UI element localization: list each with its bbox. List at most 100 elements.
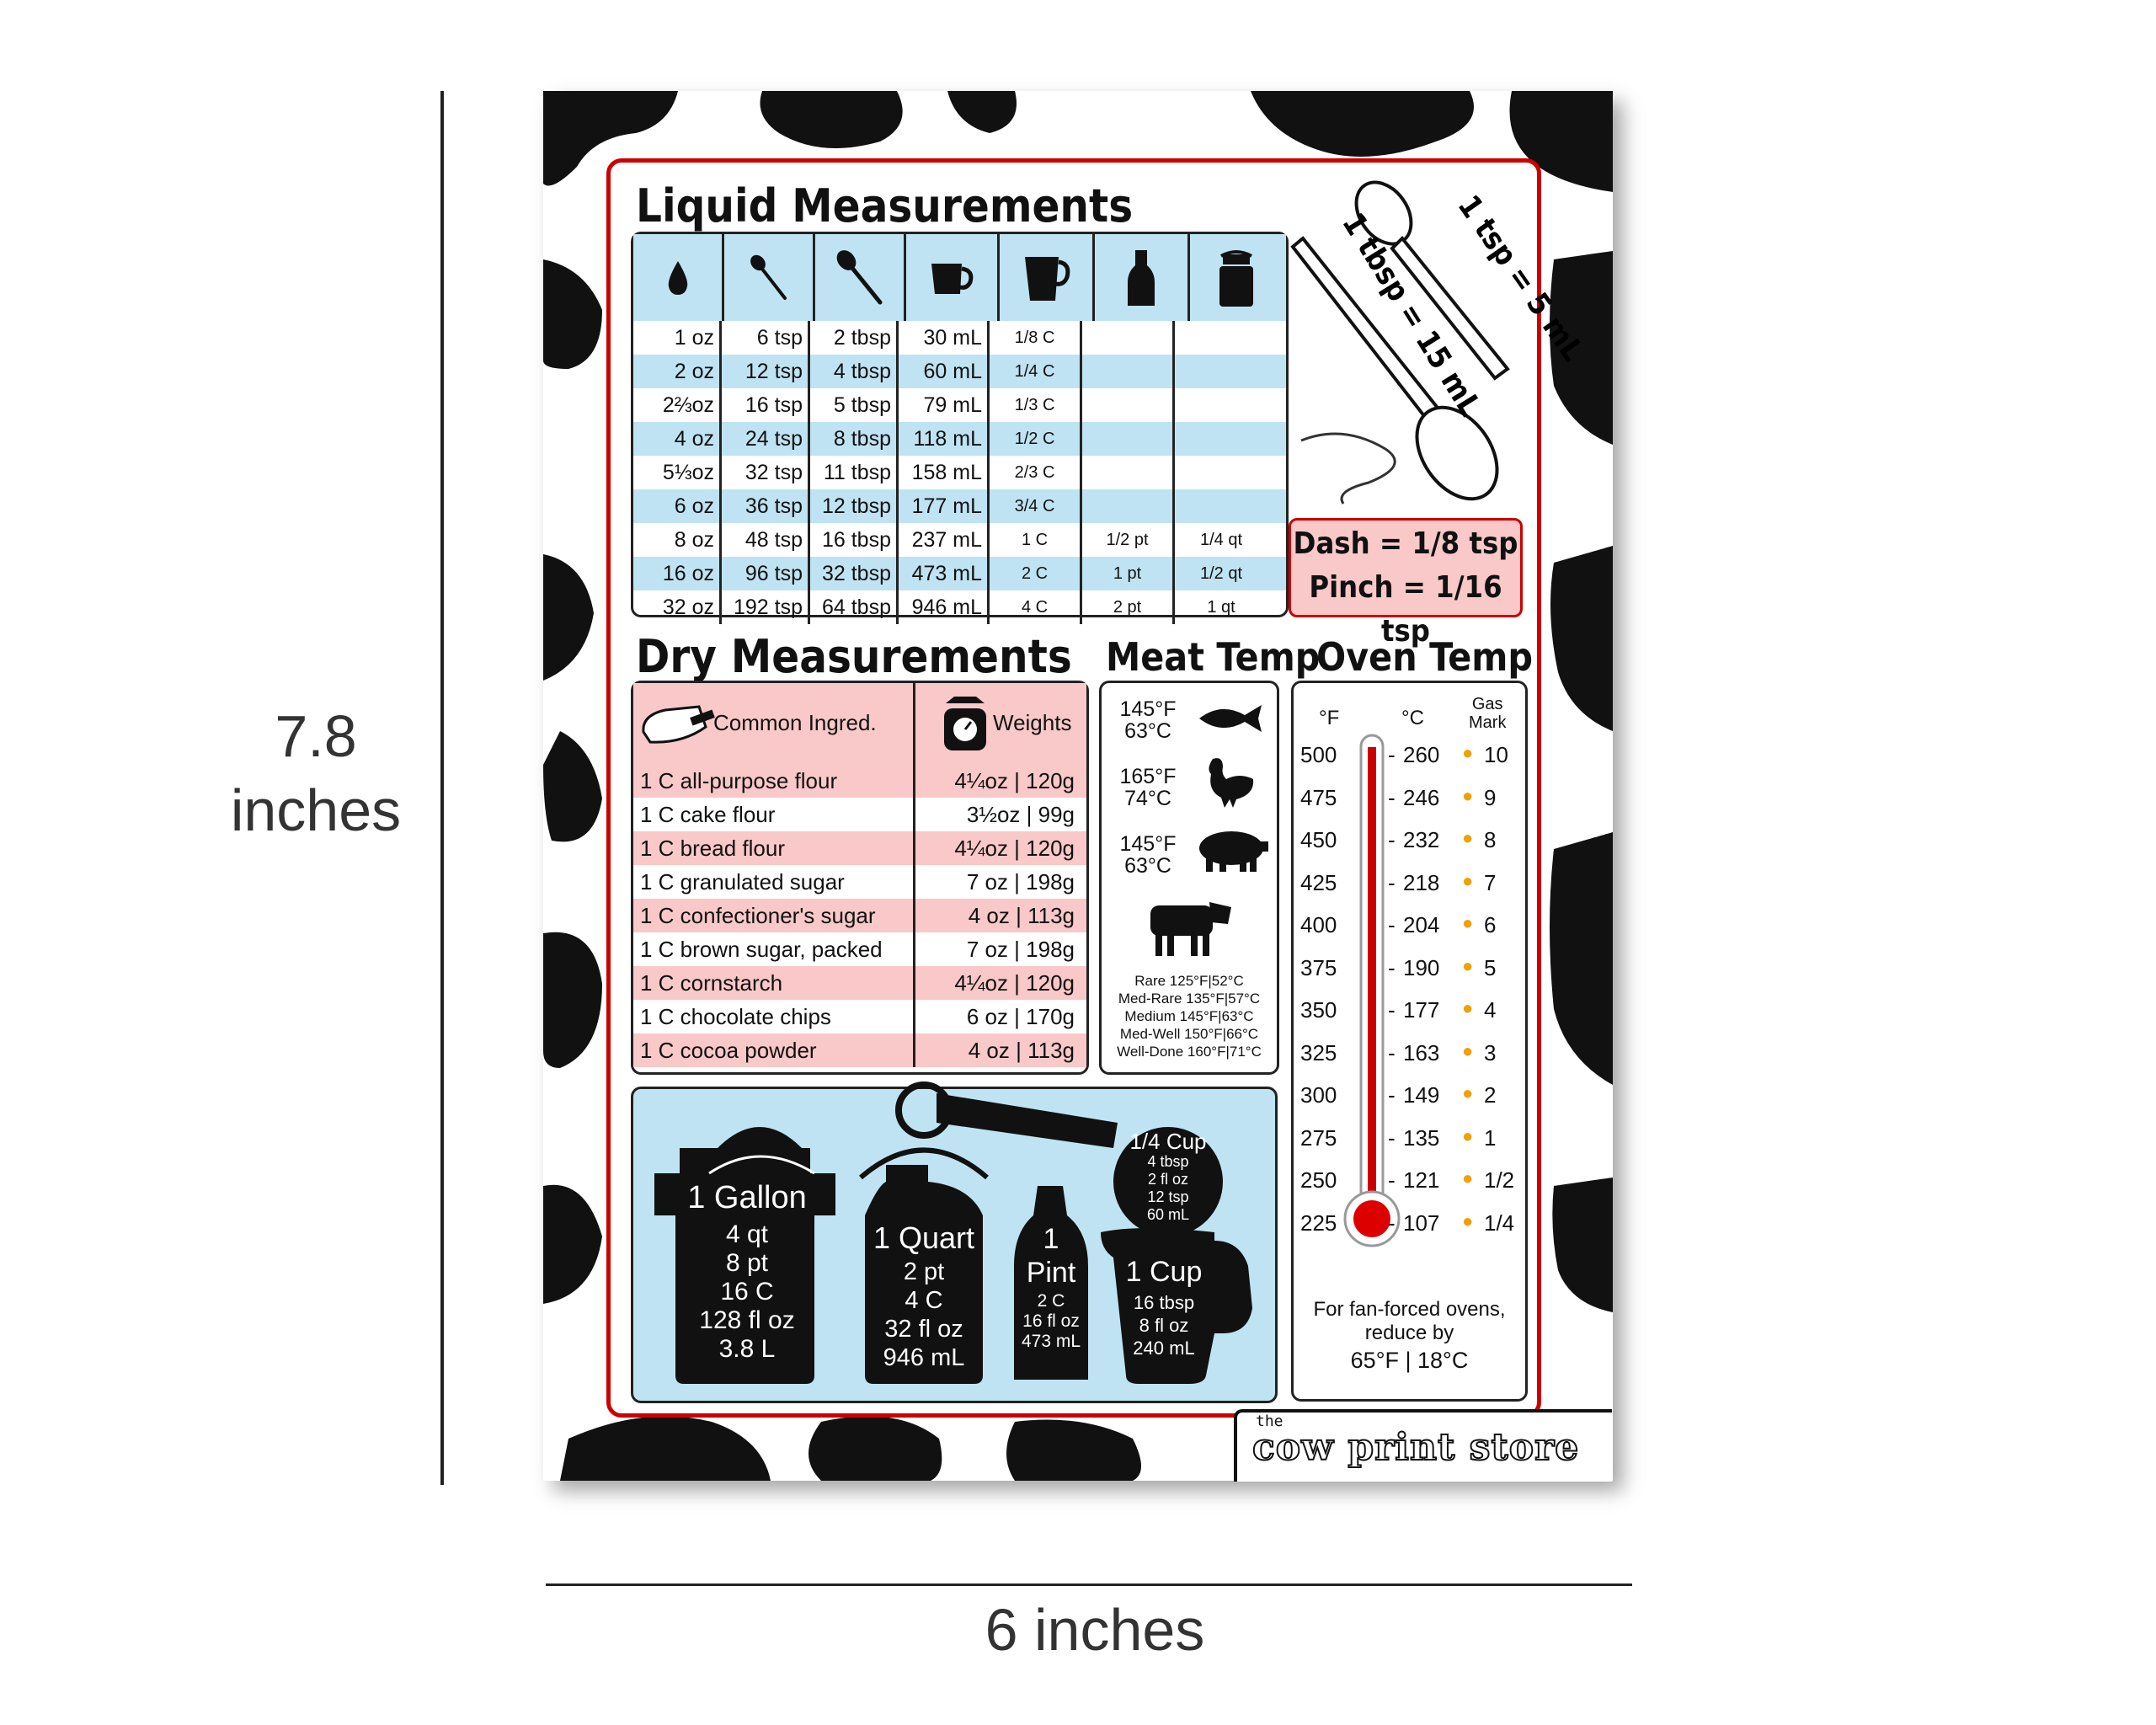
gallon-floz: 128 fl oz [699, 1306, 795, 1334]
flame-icon: ● [1462, 1039, 1474, 1061]
liquid-cell [1175, 422, 1267, 456]
liquid-cell: 32 tsp [722, 456, 810, 489]
oven-celsius: 135 [1403, 1124, 1440, 1151]
quart-can-shape [865, 1165, 983, 1384]
ingredient-weight: 4¼oz | 120g [954, 970, 1075, 996]
oven-fahrenheit: 450 [1300, 827, 1337, 852]
liquid-cell: 8 oz [633, 523, 722, 557]
dry-header: Common Ingred. Weights [633, 683, 1086, 764]
tablespoon-drawing [1290, 236, 1499, 501]
liquid-cell: 1/4 qt [1199, 531, 1243, 549]
pinch-label: Pinch = 1/16 tsp [1309, 570, 1502, 649]
fan-forced-note: For fan-forced ovens, reduce by 65°F | 1… [1294, 1298, 1525, 1372]
liquid-cell [1175, 456, 1267, 489]
oven-celsius: 218 [1403, 869, 1440, 895]
liquid-cell [1175, 489, 1267, 523]
liquid-cell: 1 oz [633, 321, 722, 355]
quarter-tsp: 12 tsp [1147, 1188, 1189, 1205]
ingredient-name: 1 C all-purpose flour [633, 764, 915, 798]
oven-gas-mark: 1/2 [1484, 1167, 1515, 1193]
cup-ml: 240 mL [1133, 1338, 1195, 1359]
ingredient-weight: 4 oz | 113g [968, 903, 1075, 928]
oven-row: 375-190●5 [1294, 955, 1525, 997]
chicken-temp-f: 165°F [1119, 765, 1177, 788]
cow-icon [1150, 902, 1231, 956]
ingredient-name: 1 C confectioner's sugar [633, 899, 915, 932]
oven-gas-mark: 9 [1484, 784, 1497, 810]
liquid-cell: 12 tbsp [810, 489, 899, 523]
liquid-cell: 1/2 pt [1082, 523, 1175, 557]
cup-tbsp: 16 tbsp [1133, 1292, 1195, 1313]
ingredient-name: 1 C cake flour [633, 798, 915, 831]
liquid-cell: 48 tsp [722, 523, 810, 557]
chicken-icon [1209, 758, 1254, 808]
oven-gas-mark: 10 [1484, 742, 1508, 767]
oven-fahrenheit: 225 [1300, 1210, 1337, 1236]
liquid-cell [1082, 456, 1175, 489]
flame-icon: ● [1462, 954, 1474, 976]
oven-celsius: 246 [1403, 784, 1440, 810]
liquid-cell: 158 mL [899, 456, 990, 489]
quarter-cup-shape [1113, 1127, 1223, 1236]
pint-ml: 473 mL [1021, 1332, 1081, 1351]
oven-celsius: 260 [1403, 742, 1440, 767]
tick-mark: - [1388, 954, 1396, 980]
pint-label: 1 Pint [1014, 1222, 1088, 1290]
liquid-cell: 6 tsp [722, 321, 810, 355]
measuring-cup-icon [1000, 234, 1095, 321]
pinching-hand-drawing [1300, 432, 1396, 505]
oven-row: 450-232●8 [1294, 827, 1525, 869]
oven-celsius: 149 [1403, 1082, 1440, 1108]
liquid-cell: 36 tsp [722, 489, 810, 523]
liquid-cell: 60 mL [899, 355, 990, 388]
liquid-cell: 32 tbsp [810, 557, 899, 590]
pork-temp-f: 145°F [1119, 832, 1177, 856]
liquid-cell [1175, 388, 1267, 422]
flame-icon: ● [1462, 1167, 1474, 1188]
fan-note-line3: 65°F | 18°C [1350, 1348, 1469, 1373]
ingredient-weight: 7 oz | 198g [966, 937, 1075, 962]
quart-label: 1 Quart [873, 1220, 975, 1255]
width-dimension-line [546, 1583, 1632, 1586]
oven-fahrenheit: 375 [1300, 954, 1337, 980]
liquid-cell [1082, 355, 1175, 388]
gallon-l: 3.8 L [718, 1335, 776, 1363]
flame-icon: ● [1462, 912, 1474, 933]
liquid-cell: 1/4 C [990, 355, 1082, 388]
flour-scoop-icon [642, 705, 715, 744]
pig-icon [1199, 831, 1268, 872]
milk-can-icon [1190, 234, 1283, 321]
thermometer-icon [1343, 734, 1401, 1247]
tick-mark: - [1388, 742, 1396, 767]
liquid-cell: 8 tbsp [810, 422, 899, 456]
fish-temp-f: 145°F [1119, 697, 1177, 721]
liquid-cell: 192 tsp [722, 590, 810, 624]
fish-icon [1199, 705, 1262, 732]
oven-row: 250-121●1/2 [1294, 1167, 1525, 1210]
liquid-cell: 4 tbsp [810, 355, 899, 388]
teaspoon-icon [724, 234, 815, 321]
flame-icon: ● [1462, 1082, 1474, 1103]
celsius-header: °C [1401, 707, 1424, 729]
gallon-label: 1 Gallon [687, 1180, 807, 1215]
liquid-cell: 16 tsp [722, 388, 810, 422]
liquid-cell: 177 mL [899, 489, 990, 523]
containers-panel: 1 Gallon 4 qt 8 pt 16 C 128 fl oz 3.8 L … [631, 1081, 1278, 1403]
liquid-cell [1082, 321, 1175, 355]
chicken-temp-c: 74°C [1124, 787, 1171, 810]
oven-fahrenheit: 400 [1300, 912, 1337, 937]
tick-mark: - [1388, 1210, 1396, 1236]
liquid-cell: 5 tbsp [810, 388, 899, 422]
liquid-cell: 16 tbsp [810, 523, 899, 557]
liquid-cell: 1 C [990, 523, 1082, 557]
ingredient-name: 1 C granulated sugar [633, 865, 915, 899]
liquid-title: Liquid Measurements [636, 179, 1134, 232]
doneness-item: Rare 125°F|52°C [1134, 973, 1244, 989]
